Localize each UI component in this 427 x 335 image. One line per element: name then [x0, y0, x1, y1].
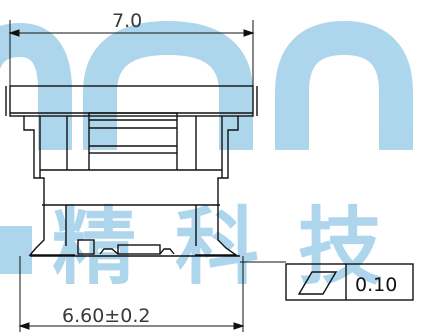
watermark-arch-left	[0, 22, 72, 150]
bottom-dimension	[18, 256, 245, 332]
tolerance-frame-outline	[285, 263, 414, 301]
top-arrow-right	[243, 29, 255, 37]
watermark-arch-middle	[83, 20, 253, 150]
lower-body-left	[28, 205, 75, 256]
watermark-text: 精科技	[52, 198, 382, 296]
bottom-arrow-right	[233, 322, 245, 330]
watermark: 精科技	[0, 20, 413, 296]
contact-lead	[99, 248, 119, 255]
bottom-dimension-label: 6.60±0.2	[62, 305, 150, 327]
contact-lead-right	[159, 248, 175, 255]
top-dimension-label: 7.0	[112, 10, 142, 32]
contact-pad-left	[77, 239, 95, 255]
top-dimension	[8, 20, 255, 86]
watermark-stroke-left	[0, 226, 32, 274]
component-body	[5, 85, 258, 257]
tolerance-value: 0.10	[355, 274, 397, 296]
flatness-icon	[297, 271, 338, 295]
top-cap	[9, 85, 254, 117]
watermark-arch-right	[275, 20, 413, 150]
lower-body-right	[195, 205, 239, 256]
bottom-arrow-left	[18, 322, 30, 330]
tolerance-frame: 0.10	[285, 263, 414, 301]
top-arrow-left	[8, 29, 20, 37]
contact-pad-center	[117, 244, 161, 255]
slider-frame	[88, 112, 178, 154]
